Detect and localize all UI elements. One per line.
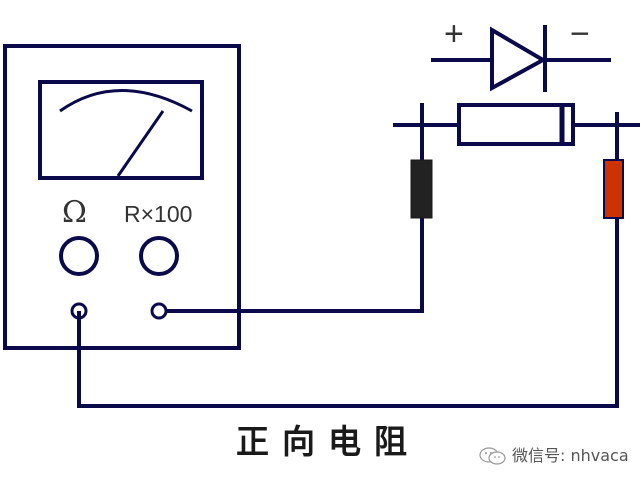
wire-to-black-probe — [166, 218, 424, 313]
meter-scale-arc — [59, 89, 193, 113]
diagram-caption: 正向电阻 — [236, 422, 420, 461]
watermark-text: 微信号: nhvaca — [512, 446, 629, 465]
multimeter-body — [3, 44, 241, 350]
positive-jack[interactable] — [150, 302, 168, 320]
function-knob[interactable] — [59, 236, 99, 276]
ohm-symbol-label: Ω — [62, 195, 87, 230]
wechat-icon — [478, 446, 508, 466]
watermark: 微信号: nhvaca — [478, 446, 629, 466]
meter-needle — [116, 110, 165, 177]
range-knob[interactable] — [139, 236, 179, 276]
range-label: R×100 — [124, 201, 193, 227]
cathode-label: − — [570, 15, 590, 53]
diode-body — [457, 103, 575, 146]
diode-symbol-triangle — [490, 26, 548, 92]
black-probe[interactable] — [410, 159, 433, 219]
meter-display-window — [38, 80, 204, 180]
wire-to-red-probe — [77, 218, 619, 408]
red-probe[interactable] — [603, 159, 624, 219]
anode-label: + — [444, 15, 464, 53]
